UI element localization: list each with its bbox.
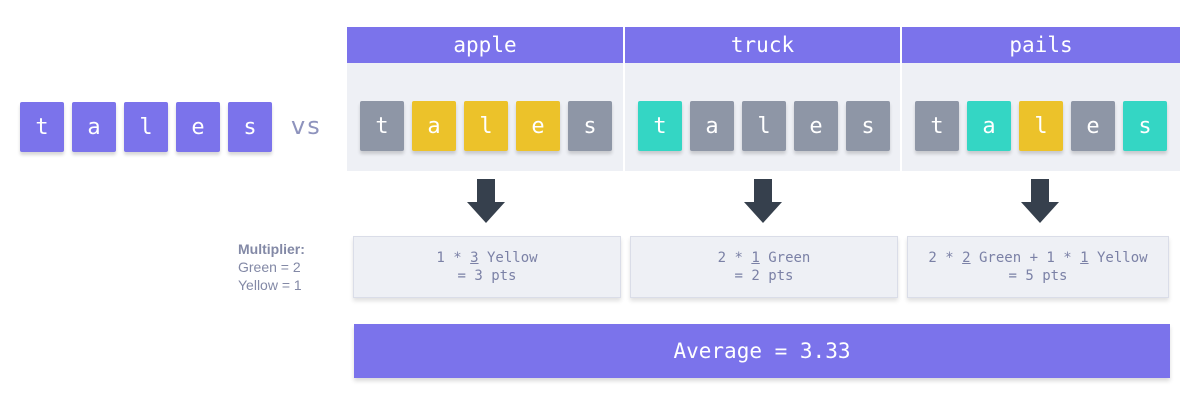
formula-text: Yellow xyxy=(478,250,538,266)
multiplier-green: Green = 2 xyxy=(238,259,301,275)
target-word: pails xyxy=(1009,33,1073,57)
multiplier-yellow: Yellow = 1 xyxy=(238,277,302,293)
letter-tile: a xyxy=(690,101,734,151)
score-result: = 3 pts xyxy=(457,268,517,284)
target-word: truck xyxy=(730,33,795,57)
letter-tile: e xyxy=(516,101,560,151)
down-arrow-icon xyxy=(467,179,505,223)
letter-tile: l xyxy=(464,101,508,151)
formula-text: 1 * xyxy=(436,250,471,266)
letter-tile: t xyxy=(638,101,682,151)
letter-tile: e xyxy=(794,101,838,151)
target-word: apple xyxy=(453,33,517,57)
count-number: 2 xyxy=(962,250,971,266)
letter-tile: a xyxy=(412,101,456,151)
letter-tile: e xyxy=(176,102,220,152)
average-bar: Average = 3.33 xyxy=(354,324,1170,378)
score-formula: 1 * 3 Yellow xyxy=(436,249,537,267)
letter-tile: a xyxy=(72,102,116,152)
multiplier-legend: Multiplier: Green = 2 Yellow = 1 xyxy=(238,240,305,294)
score-formula: 2 * 2 Green + 1 * 1 Yellow xyxy=(928,249,1147,267)
count-number: 1 xyxy=(751,250,760,266)
count-number: 1 xyxy=(1080,250,1089,266)
score-result: = 5 pts xyxy=(1008,268,1068,284)
formula-text: 2 * xyxy=(717,250,752,266)
down-arrow-icon xyxy=(1021,179,1059,223)
score-box-apple: 1 * 3 Yellow = 3 pts xyxy=(353,236,621,298)
letter-tile: s xyxy=(228,102,272,152)
score-box-pails: 2 * 2 Green + 1 * 1 Yellow = 5 pts xyxy=(907,236,1169,298)
letter-tile: e xyxy=(1071,101,1115,151)
target-header-pails: pails xyxy=(902,27,1180,63)
multiplier-title: Multiplier: xyxy=(238,241,305,257)
letter-tile: s xyxy=(846,101,890,151)
count-number: 3 xyxy=(470,250,479,266)
letter-tile: s xyxy=(1123,101,1167,151)
formula-text: Yellow xyxy=(1088,250,1148,266)
target-header-truck: truck xyxy=(625,27,900,63)
letter-tile: l xyxy=(1019,101,1063,151)
formula-text: Green + 1 * xyxy=(970,250,1081,266)
formula-text: Green xyxy=(759,250,811,266)
target-header-apple: apple xyxy=(347,27,623,63)
formula-text: 2 * xyxy=(928,250,963,266)
letter-tile: t xyxy=(20,102,64,152)
average-label: Average = 3.33 xyxy=(673,339,851,363)
score-formula: 2 * 1 Green xyxy=(718,249,811,267)
letter-tile: t xyxy=(360,101,404,151)
score-box-truck: 2 * 1 Green = 2 pts xyxy=(630,236,898,298)
letter-tile: l xyxy=(124,102,168,152)
score-result: = 2 pts xyxy=(734,268,794,284)
letter-tile: a xyxy=(967,101,1011,151)
vs-label: vs xyxy=(291,112,322,140)
letter-tile: t xyxy=(915,101,959,151)
down-arrow-icon xyxy=(744,179,782,223)
letter-tile: s xyxy=(568,101,612,151)
letter-tile: l xyxy=(742,101,786,151)
